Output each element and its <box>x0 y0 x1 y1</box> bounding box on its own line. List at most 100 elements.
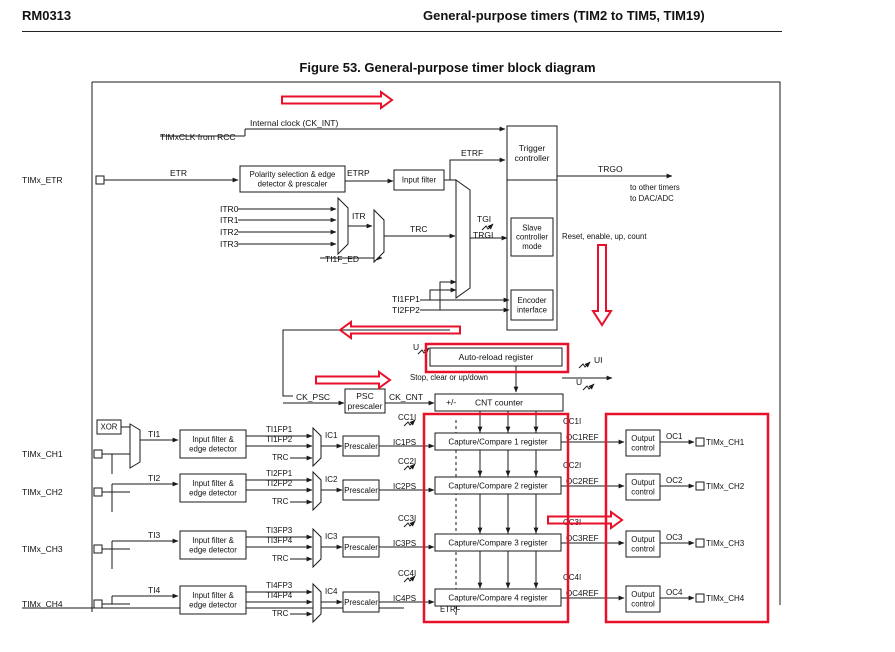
ch2-out-label: TIMx_CH2 <box>706 482 745 491</box>
ch2-ti-label: TI2 <box>148 473 161 483</box>
ch3-out-label: TIMx_CH3 <box>706 539 745 548</box>
ch3-output-block <box>625 530 661 558</box>
red-arrow-down <box>591 244 613 327</box>
ch1-capture-block <box>434 432 562 451</box>
auto-reload-block <box>429 347 563 367</box>
ch4-filter-block <box>179 585 247 615</box>
ch3-prescaler-block <box>342 536 380 558</box>
ch3-filter-block-label: edge detector <box>189 545 237 554</box>
ch2-prescaler-block <box>342 479 380 501</box>
reset-enable-label: Reset, enable, up, count <box>562 232 647 241</box>
ch1-fp-b-label: TI1FP2 <box>266 435 293 444</box>
xor-mux <box>129 423 141 469</box>
ch1-output-block-label: control <box>631 443 655 452</box>
ch1-oc-label: OC1 <box>666 432 683 441</box>
ch2-output-block-label: Output <box>631 478 655 487</box>
ch2-filter-block-label: edge detector <box>189 488 237 497</box>
red-highlight-output <box>604 412 770 624</box>
ui-flash <box>578 361 591 369</box>
ch4-out-label: TIMx_CH4 <box>706 594 745 603</box>
polarity-block-label: Polarity selection & edge <box>250 170 336 179</box>
ch3-ic-mux <box>312 527 322 569</box>
ch1-trc-label: TRC <box>272 453 289 462</box>
ch2-irq-label: CC2I <box>398 457 416 466</box>
ch1-ref-label: OC1REF <box>566 433 599 442</box>
ch3-ic-label: IC3 <box>325 532 338 541</box>
ch2-capture-block <box>434 476 562 495</box>
ch3-capture-block <box>434 533 562 552</box>
itr0-label: ITR0 <box>220 204 239 214</box>
ti2fp2-top-label: TI2FP2 <box>392 305 420 315</box>
ui-label: UI <box>594 355 603 365</box>
ch4-out-pin-square <box>695 593 705 603</box>
etrp-label: ETRP <box>347 168 370 178</box>
ch4-irq-flash <box>403 575 416 583</box>
red-highlight-capture <box>422 412 570 624</box>
ch3-filter-block-label: Input filter & <box>192 536 234 545</box>
ch2-pin-label: TIMx_CH2 <box>22 487 63 497</box>
ch1-out-pin-square <box>695 437 705 447</box>
cnt-counter-block <box>434 393 564 412</box>
ch3-irq-flash <box>403 520 416 528</box>
u-top-flash <box>417 347 430 355</box>
input-filter-block <box>393 169 445 191</box>
ch4-ref-label: OC4REF <box>566 589 599 598</box>
ch2-oc-label: OC2 <box>666 476 683 485</box>
trc-label: TRC <box>410 224 427 234</box>
internal-clock-label: Internal clock (CK_INT) <box>250 118 338 128</box>
slave-controller-block-label: controller <box>516 233 548 242</box>
ch4-trc-label: TRC <box>272 609 289 618</box>
ch2-fp-b-label: TI2FP2 <box>266 479 293 488</box>
u-right-label: U <box>576 377 582 387</box>
ch4-ic-label: IC4 <box>325 587 338 596</box>
ch2-capture-block-label: Capture/Compare 2 register <box>448 481 547 490</box>
ch3-irq-label: CC3I <box>398 514 416 523</box>
ch2-ps-label: IC2PS <box>393 482 416 491</box>
red-highlight-autoreload <box>424 342 570 374</box>
ch4-filter-block-label: Input filter & <box>192 591 234 600</box>
ch1-ti-label: TI1 <box>148 429 161 439</box>
ch2-out-pin-square <box>695 481 705 491</box>
ch2-ref-label: OC2REF <box>566 477 599 486</box>
ch3-fp-b-label: TI3FP4 <box>266 536 293 545</box>
ti1fp1-top-label: TI1FP1 <box>392 294 420 304</box>
trgi-mux <box>455 179 471 299</box>
ch2-ic-mux <box>312 470 322 512</box>
ch4-irq-label: CC4I <box>398 569 416 578</box>
ch2-prescaler-block-label: Prescaler <box>344 486 378 495</box>
ch2-irq-flash <box>403 463 416 471</box>
ch1-ic-mux <box>312 426 322 468</box>
tgi-label: TGI <box>477 214 491 224</box>
tgi-flash <box>481 223 494 231</box>
stop-clear-label: Stop, clear or up/down <box>410 373 488 382</box>
xor-block <box>96 419 122 435</box>
itr-mux <box>337 196 349 256</box>
ch4-cc-irq-label: CC4I <box>563 573 581 582</box>
etrf-bottom-label: ETRF <box>440 605 461 614</box>
diagram-frame <box>91 81 781 612</box>
ch3-prescaler-block-label: Prescaler <box>344 543 378 552</box>
itr3-label: ITR3 <box>220 239 239 249</box>
itr2-label: ITR2 <box>220 227 239 237</box>
document-id: RM0313 <box>22 8 72 23</box>
ch3-pin-label: TIMx_CH3 <box>22 544 63 554</box>
etrf-line <box>449 157 506 180</box>
ch1-prescaler-block <box>342 435 380 457</box>
header-rule <box>22 31 782 32</box>
ch3-filter-block <box>179 530 247 560</box>
ch1-filter-block-label: Input filter & <box>192 435 234 444</box>
cnt-counter-block-label: CNT counter <box>475 397 523 407</box>
controller-outline <box>506 125 558 331</box>
ck-psc-label: CK_PSC <box>296 392 330 402</box>
ch1-output-block <box>625 429 661 457</box>
etr-pin-square <box>95 175 105 185</box>
ch1-irq-label: CC1I <box>398 413 416 422</box>
ch3-ti-label: TI3 <box>148 530 161 540</box>
trc-mux <box>373 208 385 264</box>
ch1-out-label: TIMx_CH1 <box>706 438 745 447</box>
ch3-output-block-label: Output <box>631 535 655 544</box>
ch4-ps-label: IC4PS <box>393 594 416 603</box>
ch2-fp-a-label: TI2FP1 <box>266 469 293 478</box>
section-title: General-purpose timers (TIM2 to TIM5, TI… <box>423 8 705 23</box>
